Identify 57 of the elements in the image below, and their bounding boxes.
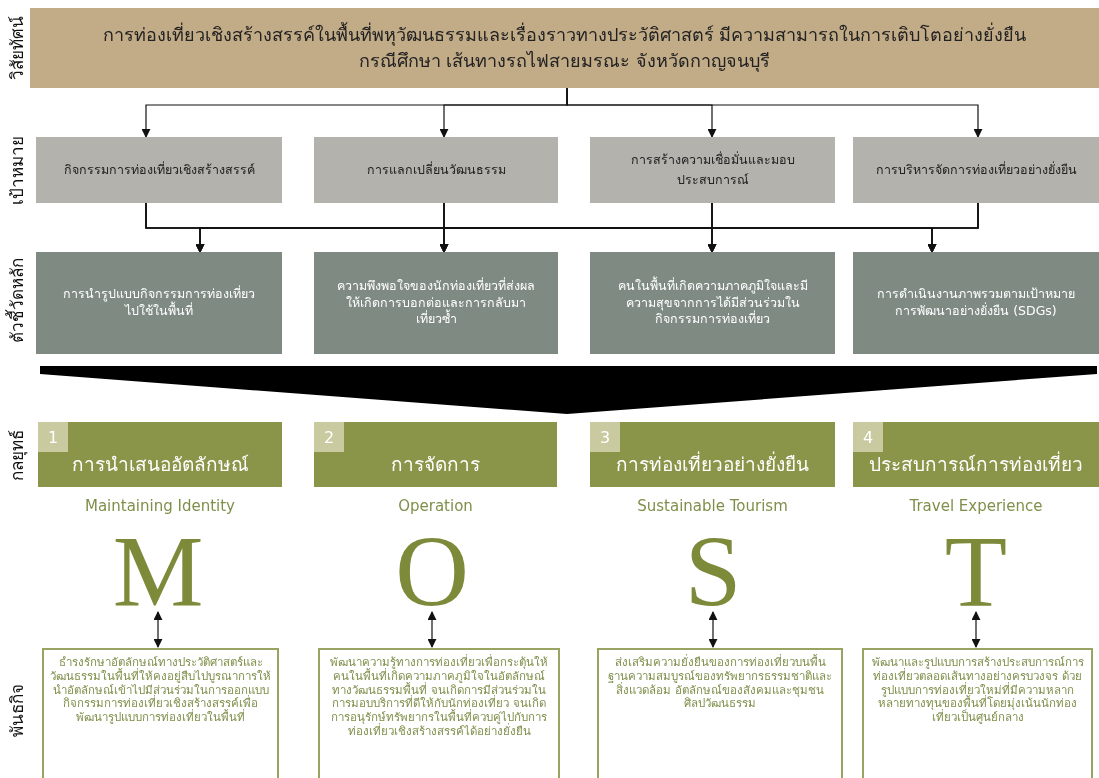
indicator-text: คนในพื้นที่เกิดความภาคภูมิใจและมีความสุขจากการได้มีส่วนร่วมในกิจกรรมการท่องเที่ยว: [616, 277, 809, 329]
indicator-box: [853, 252, 1099, 354]
strategy-title: การจัดการ: [390, 452, 481, 477]
vision-text: การท่องเที่ยวเชิงสร้างสรรค์ในพื้นที่พหุวัฒนธรรมและเรื่องราวทางประวัติศาสตร์ มีความสามารถในการเติบโตอย่างยั่งยืน กรณีศึกษา เส้นทางรถไฟสายมรณะ จังหวัดกาญจนบุรี: [101, 21, 1028, 74]
double-arrow: [427, 611, 437, 648]
strategy-title: ประสบการณ์การท่องเที่ยว: [868, 450, 1084, 477]
double-arrow: [708, 611, 718, 648]
strategy-box: [314, 422, 557, 487]
indicator-box: [314, 252, 558, 354]
arrow: [566, 87, 983, 138]
strategy-subtitle: Maintaining Identity: [84, 497, 236, 515]
goal-box: [590, 137, 835, 203]
indicator-box: [36, 252, 282, 354]
strategy-subtitle: Operation: [397, 497, 474, 515]
strategy-title: การนำเสนออัตลักษณ์: [70, 452, 250, 477]
large-letter: T: [916, 532, 1036, 610]
number-badge: 2: [314, 422, 344, 452]
mission-box: [42, 648, 279, 778]
mission-box: [862, 648, 1093, 778]
strategy-title: การท่องเที่ยวอย่างยั่งยืน: [615, 450, 810, 477]
arrow: [927, 202, 979, 253]
indicator-box: [590, 252, 835, 354]
strategy-subtitle: Travel Experience: [908, 497, 1044, 515]
goal-text: การแลกเปลี่ยนวัฒนธรรม: [366, 160, 506, 179]
large-letter: O: [372, 532, 492, 610]
number-badge: 1: [38, 422, 68, 452]
large-letter: M: [98, 532, 218, 610]
number-badge: 3: [590, 422, 620, 452]
large-letter: S: [653, 532, 773, 610]
goal-box: [853, 137, 1099, 203]
indicator-text: การนำรูปแบบกิจกรรมการท่องเที่ยวไปใช้ในพื้นที่: [62, 286, 256, 320]
strategy-box: [38, 422, 282, 487]
mission-text: ธำรงรักษาอัตลักษณ์ทางประวัติศาสตร์และวัฒนธรรมในพื้นที่ให้คงอยู่สืบไปบูรณาการให้นำอัตลักษณ์เข้าไปมีส่วนร่วมในการออกแบบกิจกรรมการท่องเที่ยวเชิงสร้างสรรค์เพื่อพัฒนารูปแบบการท่องเที่ยวในพื้นที่: [50, 655, 271, 725]
strategy-box: [590, 422, 835, 487]
row-label: ตัวชี้วัดหลัก: [4, 257, 28, 343]
row-label: พันธกิจ: [5, 683, 28, 737]
indicator-text: ความพึงพอใจของนักท่องเที่ยวที่ส่งผลให้เกิดการบอกต่อและการกลับมาเที่ยวซ้ำ: [336, 277, 536, 329]
goal-text: กิจกรรมการท่องเที่ยวเชิงสร้างสรรค์: [63, 160, 255, 179]
goal-text: การสร้างความเชื่อมั่นและมอบประสบการณ์: [629, 150, 796, 189]
goal-box: [314, 137, 558, 203]
double-arrow: [971, 611, 981, 648]
number-badge: 4: [853, 422, 883, 452]
strategy-box: [853, 422, 1099, 487]
goal-box: [36, 137, 282, 203]
strategy-subtitle: Sustainable Tourism: [636, 497, 789, 515]
row-label: วิสัยทัศน์: [5, 16, 28, 80]
indicator-text: การดำเนินงานภาพรวมตามเป้าหมายการพัฒนาอย่างยั่งยืน (SDGs): [876, 286, 1076, 320]
vision-box: [30, 8, 1099, 88]
row-label: กลยุทธ์: [5, 429, 29, 481]
row-label: เป้าหมาย: [5, 135, 28, 205]
mission-text: ส่งเสริมความยั่งยืนของการท่องเที่ยวบนพื้นฐานความสมบูรณ์ของทรัพยากรธรรมชาติและสิ่งแวดล้อม อัตลักษณ์ของสังคมและชุมชน ศิลปวัฒนธรรม: [608, 655, 832, 711]
double-arrow: [153, 611, 163, 648]
mission-text: พัฒนาและรูปแบบการสร้างประสบการณ์การท่องเที่ยวตลอดเส้นทางอย่างครบวงจร ด้วยรูปแบบการท่องเที่ยวใหม่ที่มีความหลากหลายทางทุนของพื้นที่โดยมุ่งเน้นนักท่องเที่ยวเป็นศูนย์กลาง: [871, 655, 1084, 725]
mission-box: [318, 648, 560, 778]
mission-box: [597, 648, 843, 778]
goal-text: การบริหารจัดการท่องเที่ยวอย่างยั่งยืน: [875, 160, 1077, 179]
mission-text: พัฒนาความรู้ทางการท่องเที่ยวเพื่อกระตุ้นให้คนในพื้นที่เกิดความภาคภูมิใจในอัตลักษณ์ทางวัฒนธรรมพื้นที่ จนเกิดการมีส่วนร่วมในการมอบบริการที่ดีให้กับนักท่องเที่ยว จนเกิดการอนุรักษ์ทรัพยากรในพื้นที่ควบคู่ไปกับการท่องเที่ยวเชิงสร้างสรรค์ได้อย่างยั่งยืน: [330, 655, 548, 738]
